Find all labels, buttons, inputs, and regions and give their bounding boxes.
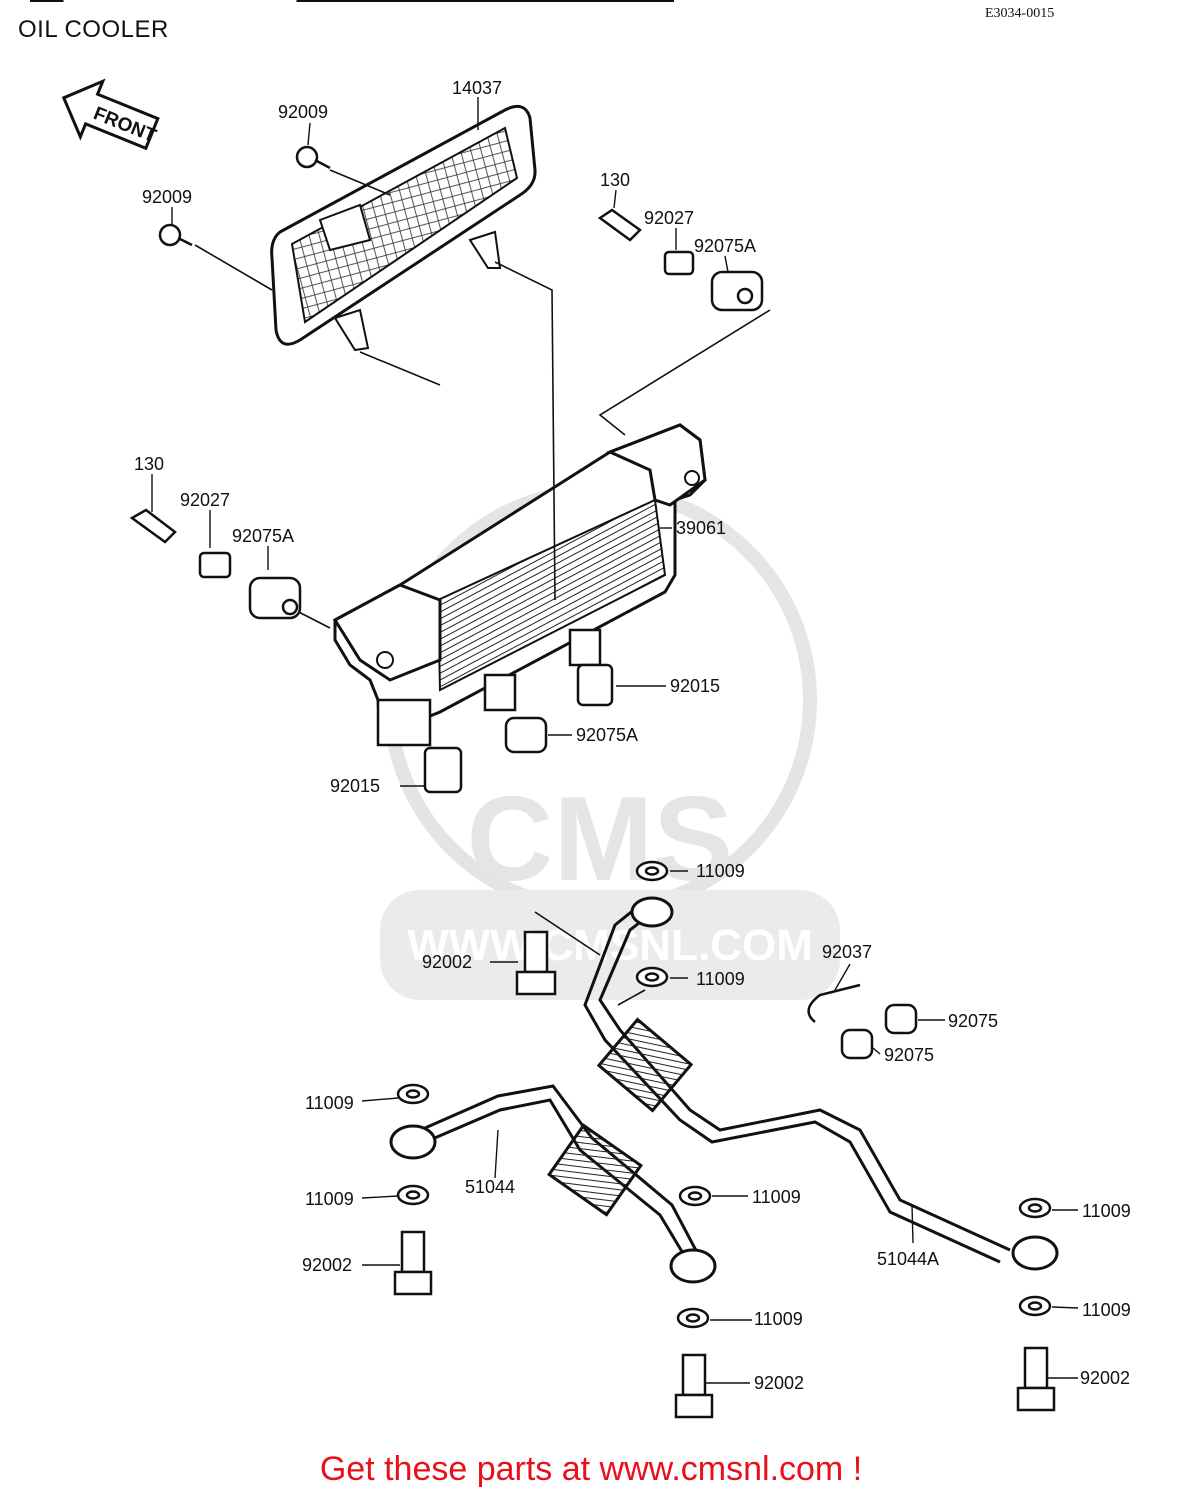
part-label-51044: 51044 [465, 1177, 515, 1197]
clip-92037 [807, 983, 861, 1023]
part-label-11009: 11009 [305, 1189, 354, 1209]
page-title: OIL COOLER [18, 16, 169, 43]
part-label-11009: 11009 [1082, 1201, 1131, 1221]
hardware [129, 145, 1056, 1419]
part-label-92015: 92015 [330, 776, 380, 796]
part-label-92075A: 92075A [232, 526, 294, 546]
part-label-92002: 92002 [1080, 1368, 1130, 1388]
top-rule [30, 0, 1140, 2]
shop-promo-link[interactable]: Get these parts at www.cmsnl.com ! [319, 1450, 863, 1488]
washer-11009 [635, 966, 669, 988]
oil-cooler-core [332, 423, 707, 747]
washer-11009 [396, 1184, 430, 1206]
part-label-130: 130 [600, 170, 630, 190]
diagram-code: E3034-0015 [985, 6, 1055, 21]
grommet-92075 [840, 1028, 874, 1060]
bolt-130-upper [597, 208, 642, 242]
banjo-bolt-92002 [1016, 1346, 1056, 1412]
label-leaders [151, 97, 1079, 1384]
part-label-92027: 92027 [180, 490, 230, 510]
part-label-130: 130 [134, 454, 164, 474]
collar-92027-lower [198, 551, 232, 579]
oil-cooler-cover [270, 104, 537, 352]
rubber-92075A-bottom [504, 716, 548, 754]
watermark-url: WWW.CMSNL.COM [407, 921, 813, 970]
oil-hoses [389, 896, 1059, 1284]
banjo-bolt-92002 [393, 1230, 433, 1296]
part-label-92009: 92009 [142, 187, 192, 207]
screw-92009-left [158, 223, 193, 247]
part-label-92002: 92002 [422, 952, 472, 972]
assembly-guides [194, 169, 771, 1006]
part-label-92027: 92027 [644, 208, 694, 228]
collar-92027-upper [663, 250, 695, 276]
washer-11009 [635, 860, 669, 882]
part-label-11009: 11009 [754, 1309, 803, 1329]
banjo-bolt-92002 [674, 1353, 714, 1419]
part-label-92037: 92037 [822, 942, 872, 962]
front-arrow: FRONT [61, 78, 160, 151]
part-label-39061: 39061 [676, 518, 726, 538]
part-label-11009: 11009 [752, 1187, 801, 1207]
part-label-92009: 92009 [278, 102, 328, 122]
part-label-92075: 92075 [884, 1045, 934, 1065]
washer-11009 [678, 1185, 712, 1207]
part-label-92075A: 92075A [694, 236, 756, 256]
rubber-92075A-upper [710, 270, 764, 312]
washer-11009 [396, 1083, 430, 1105]
watermark-brand: CMS [467, 772, 734, 906]
washer-11009 [1018, 1197, 1052, 1219]
part-label-92002: 92002 [302, 1255, 352, 1275]
part-label-14037: 14037 [452, 78, 502, 98]
grommet-92075 [884, 1003, 918, 1035]
screw-92009-top [295, 145, 331, 170]
part-label-92015: 92015 [670, 676, 720, 696]
rubber-92075A-lower [248, 576, 302, 620]
part-label-11009: 11009 [1082, 1300, 1131, 1320]
part-label-92075A: 92075A [576, 725, 638, 745]
part-label-92075: 92075 [948, 1011, 998, 1031]
grommet-92015-right [576, 663, 614, 707]
part-label-11009: 11009 [696, 861, 745, 881]
grommet-92015-left [423, 746, 463, 794]
bolt-130-lower [129, 508, 177, 544]
part-labels: 14037 92009 92009 130 92027 92075A 130 9… [134, 78, 1131, 1393]
washer-11009 [1018, 1295, 1052, 1317]
part-label-92002: 92002 [754, 1373, 804, 1393]
part-label-11009: 11009 [305, 1093, 354, 1113]
banjo-bolt-92002 [515, 930, 557, 996]
part-label-51044A: 51044A [877, 1249, 939, 1269]
washer-11009 [676, 1307, 710, 1329]
part-label-11009: 11009 [696, 969, 745, 989]
